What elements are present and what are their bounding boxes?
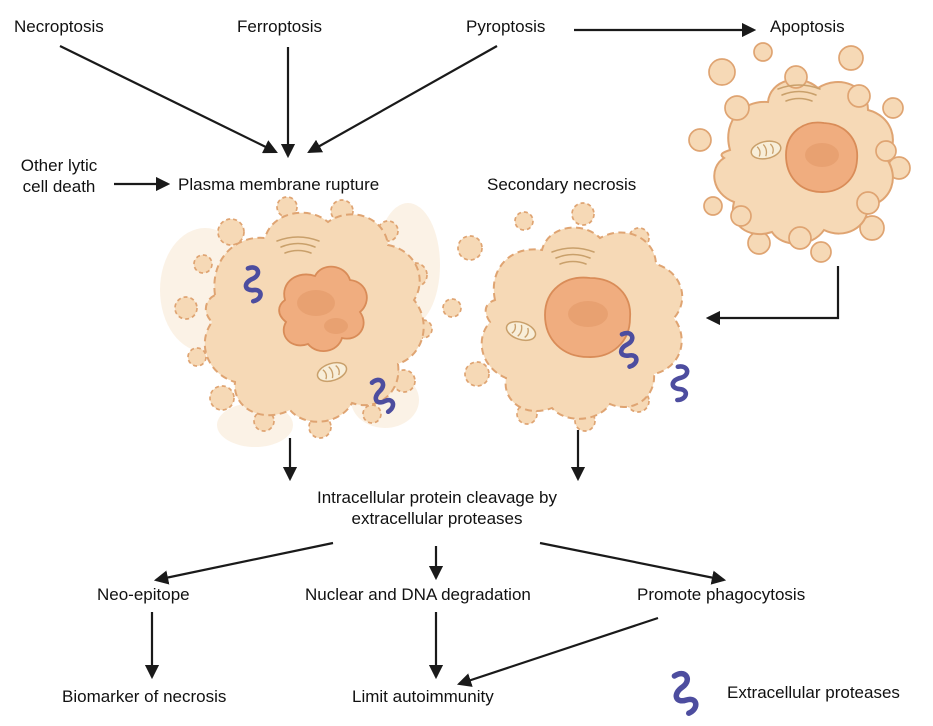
arrow-promote-phagocytosis-to-limit-autoimmunity	[456, 616, 659, 687]
legend-extracellular-proteases-label: Extracellular proteases	[727, 683, 900, 702]
arrow-cleavage-to-promote-phagocytosis	[539, 541, 727, 585]
label-ferroptosis: Ferroptosis	[237, 17, 323, 36]
secondary-necrosis-nucleus	[544, 276, 631, 358]
ruptured-cell-nucleus	[278, 265, 368, 352]
label-other-lytic-line2: cell death	[22, 177, 96, 196]
arrow-necroptosis-to-plasma-membrane-rupture	[59, 45, 278, 154]
arrow-pyroptosis-to-plasma-membrane-rupture	[307, 45, 498, 154]
label-promote-phagocytosis: Promote phagocytosis	[637, 585, 806, 604]
label-neo-epitope: Neo-epitope	[97, 585, 190, 604]
ruptured-cell-illustration	[160, 196, 440, 447]
extracellular-protease-legend-icon	[674, 674, 695, 714]
label-secondary-necrosis: Secondary necrosis	[487, 175, 637, 194]
secondary-necrosis-cell-illustration	[442, 202, 695, 432]
label-other-lytic-line1: Other lytic	[20, 156, 98, 175]
apoptotic-cell-nucleus	[785, 121, 858, 193]
diagram-arrows	[59, 22, 840, 687]
label-apoptosis: Apoptosis	[770, 17, 845, 36]
label-pyroptosis: Pyroptosis	[466, 17, 546, 36]
arrow-cleavage-to-neo-epitope	[153, 541, 334, 585]
label-limit-autoimmunity: Limit autoimmunity	[352, 687, 494, 706]
label-other-lytic-cell-death: Other lytic cell death	[6, 155, 112, 197]
label-protein-cleavage-line1: Intracellular protein cleavage by	[316, 488, 558, 507]
arrow-apoptotic-cell-to-secondary-necrosis	[705, 266, 840, 326]
label-protein-cleavage: Intracellular protein cleavage by extrac…	[292, 487, 582, 529]
apoptotic-cell-illustration	[688, 42, 911, 263]
protease-squiggle-icon	[666, 365, 695, 402]
label-protein-cleavage-line2: extracellular proteases	[351, 509, 523, 528]
label-plasma-membrane-rupture: Plasma membrane rupture	[178, 175, 380, 194]
label-necroptosis: Necroptosis	[14, 17, 104, 36]
label-nuclear-dna-degradation: Nuclear and DNA degradation	[305, 585, 531, 604]
label-biomarker-of-necrosis: Biomarker of necrosis	[62, 687, 227, 706]
